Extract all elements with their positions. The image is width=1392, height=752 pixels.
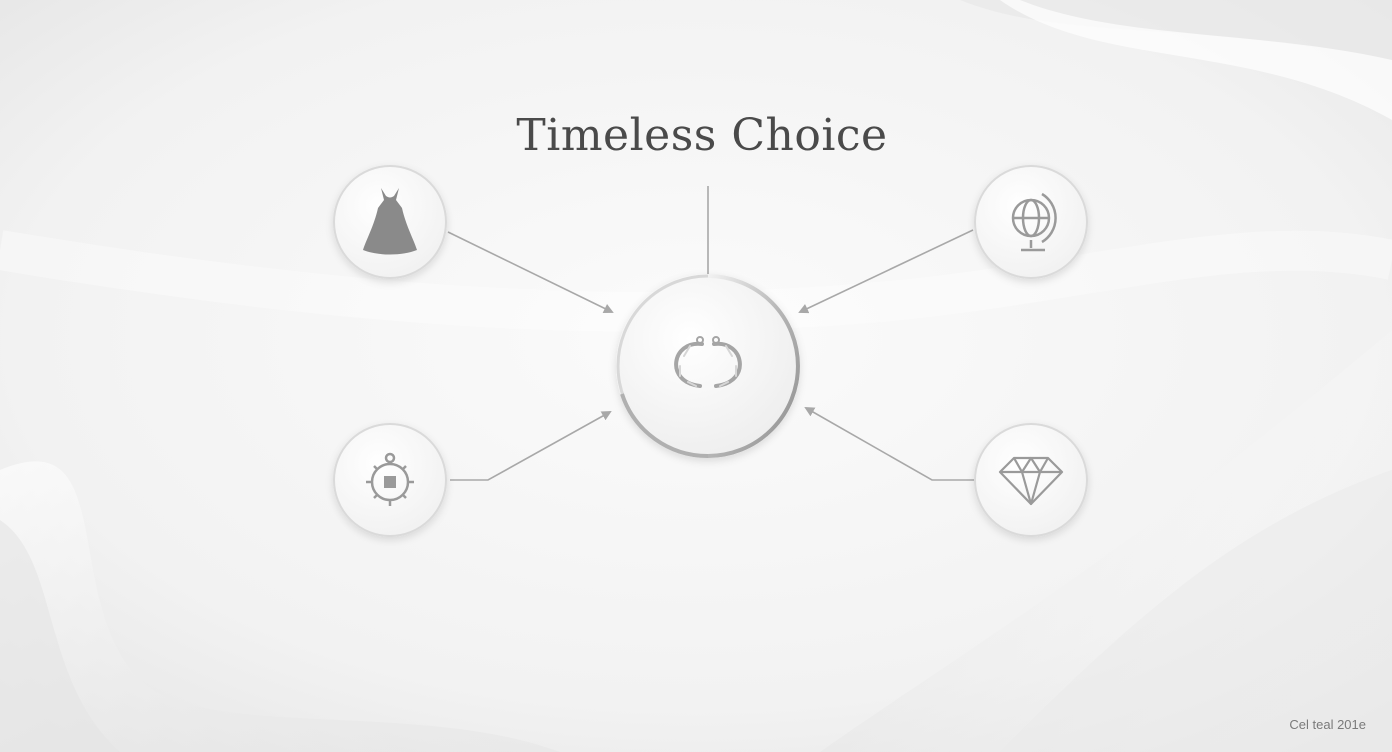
globe-node	[974, 165, 1088, 279]
chain-link-earrings-icon	[674, 336, 742, 388]
connector-globe	[798, 229, 974, 314]
connector-dress	[447, 231, 614, 313]
diagram-title: Timeless Choice	[516, 110, 888, 161]
dress-icon	[363, 188, 417, 255]
connector-diamond	[804, 407, 974, 481]
connector-compass	[450, 411, 612, 481]
globe-icon	[1011, 192, 1057, 252]
diamond-node	[974, 423, 1088, 537]
hub-node	[616, 274, 800, 459]
compass-emblem-icon	[366, 452, 414, 506]
diamond-icon	[998, 456, 1064, 506]
watermark: Cel teal 201e	[1289, 717, 1366, 732]
